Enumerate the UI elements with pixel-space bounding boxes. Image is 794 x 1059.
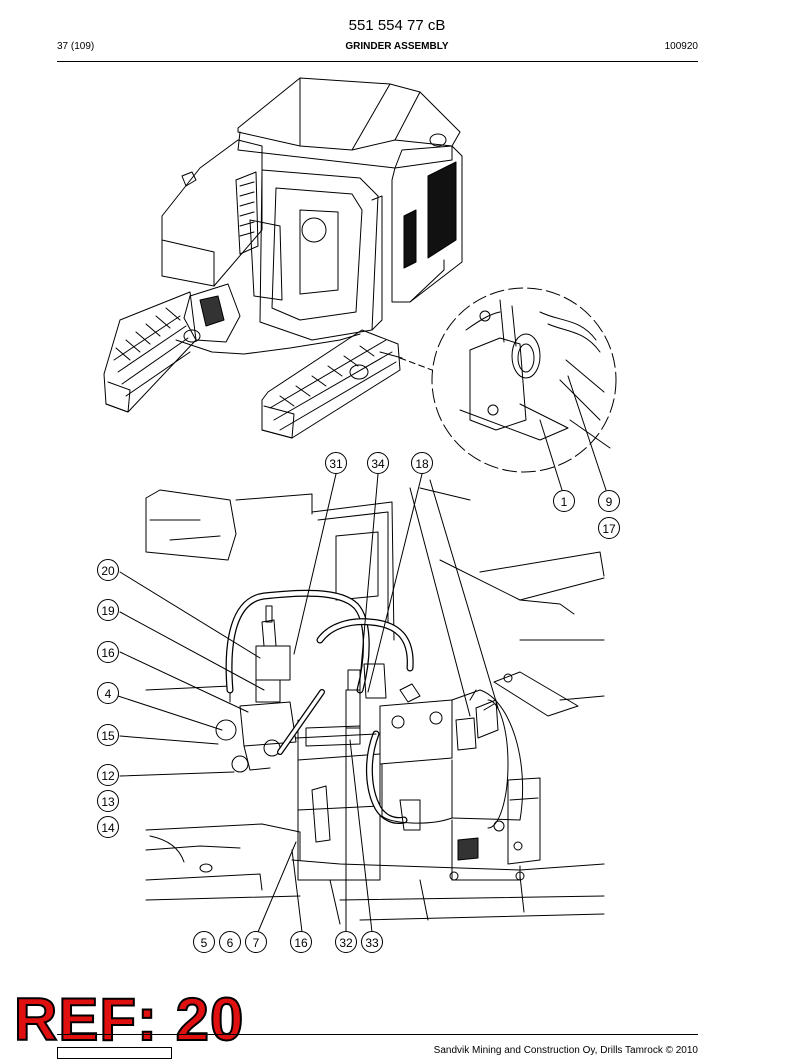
callout-6: 6 <box>219 931 241 953</box>
callout-16-bottom: 16 <box>290 931 312 953</box>
callout-9: 9 <box>598 490 620 512</box>
callout-32: 32 <box>335 931 357 953</box>
footer-rule <box>57 1034 698 1035</box>
callout-15: 15 <box>97 724 119 746</box>
callout-7: 7 <box>245 931 267 953</box>
doc-number: 551 554 77 cB <box>348 17 446 34</box>
callout-33: 33 <box>361 931 383 953</box>
sandvik-logo <box>57 1047 172 1059</box>
header-rule <box>57 61 698 62</box>
callout-20: 20 <box>97 559 119 581</box>
callout-16: 16 <box>97 641 119 663</box>
callout-4: 4 <box>97 682 119 704</box>
callout-17: 17 <box>598 517 620 539</box>
callout-13: 13 <box>97 790 119 812</box>
callout-14: 14 <box>97 816 119 838</box>
detail-view <box>431 287 617 491</box>
footer-copyright: Sandvik Mining and Construction Oy, Dril… <box>433 1045 698 1056</box>
page-indicator: 37 (109) <box>57 41 95 52</box>
grinder-main-view <box>117 473 605 933</box>
callout-19: 19 <box>97 599 119 621</box>
callout-1: 1 <box>553 490 575 512</box>
machine-overview <box>103 77 463 439</box>
callout-18: 18 <box>411 452 433 474</box>
callout-31: 31 <box>325 452 347 474</box>
callout-5: 5 <box>193 931 215 953</box>
callout-12: 12 <box>97 764 119 786</box>
date-code: 100920 <box>664 41 698 52</box>
reference-stamp: REF: 20 <box>13 985 245 1054</box>
page-title: GRINDER ASSEMBLY <box>345 41 449 52</box>
callout-34: 34 <box>367 452 389 474</box>
